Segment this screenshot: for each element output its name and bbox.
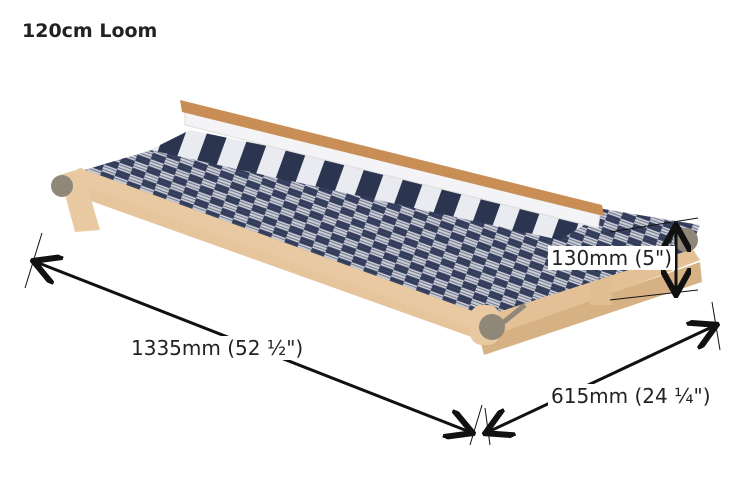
- ratchet-knob-back: [674, 228, 698, 252]
- woven-cloth: [78, 140, 700, 318]
- warp-stripes: [150, 130, 600, 240]
- page-title: 120cm Loom: [22, 20, 158, 42]
- depth-arrow: [488, 326, 714, 432]
- reed-bar: [180, 100, 604, 216]
- ratchet-knob-left: [51, 175, 73, 197]
- depth-label: 615mm (24 ¼"): [548, 384, 714, 408]
- ratchet-knob-front: [479, 314, 505, 340]
- length-label: 1335mm (52 ½"): [128, 336, 307, 360]
- height-label: 130mm (5"): [548, 246, 676, 270]
